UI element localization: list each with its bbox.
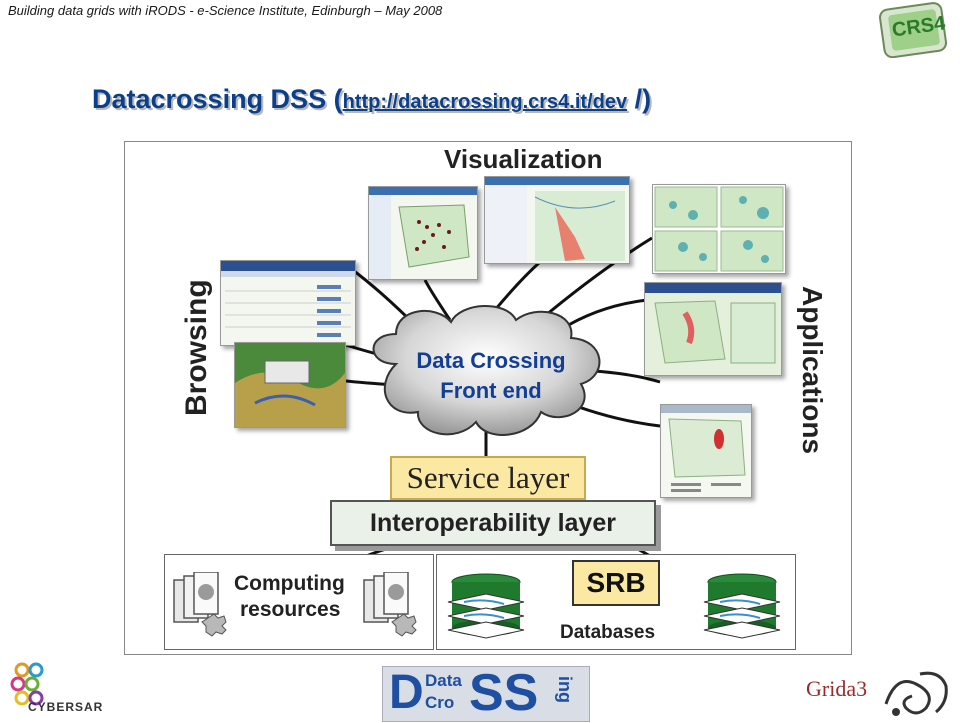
cloud-line-1: Data Crossing (416, 348, 566, 373)
cybersar-logo-text: CYBERSAR (28, 700, 104, 714)
server-icon-left (173, 572, 227, 637)
grida3-seal-icon (884, 671, 948, 716)
service-layer-box: Service layer (390, 456, 586, 500)
screenshot-browse-terrain (234, 342, 346, 428)
screenshot-map-region (484, 176, 630, 264)
screenshot-app-grid (652, 184, 786, 274)
datacrossing-logo-d: D (389, 666, 424, 719)
datacrossing-logo: D Data Cro SS ing (382, 664, 590, 722)
server-icon-right (363, 572, 417, 637)
screenshot-map-points (368, 186, 478, 280)
grida3-logo-text: Grida3 (806, 676, 868, 701)
front-end-cloud (372, 305, 601, 436)
title-link[interactable]: http://datacrossing.crs4.it/dev (342, 91, 628, 113)
datacrossing-logo-d2: ing (555, 676, 575, 703)
database-icon-right (703, 573, 781, 639)
screenshot-app-detail (660, 404, 752, 498)
title-suffix: /) (627, 84, 652, 114)
cloud-line-2: Front end (440, 378, 542, 403)
databases-label: Databases (560, 622, 656, 643)
page-title: Datacrossing DSS (http://datacrossing.cr… (92, 84, 651, 115)
computing-label-2: resources (240, 598, 341, 621)
datacrossing-logo-b: Cro (425, 693, 455, 712)
computing-label-1: Computing (234, 572, 345, 595)
screenshot-browse-table (220, 260, 356, 346)
datacrossing-logo-c: SS (469, 664, 539, 722)
interoperability-layer-box: Interoperability layer (330, 500, 656, 546)
cybersar-logo: CYBERSAR (10, 660, 120, 716)
browsing-label: Browsing (180, 279, 213, 416)
applications-label: Applications (797, 286, 828, 455)
screenshot-app-map (644, 282, 782, 376)
database-icon-left (447, 573, 525, 639)
srb-box: SRB (572, 560, 660, 606)
title-prefix: Datacrossing DSS ( (92, 84, 343, 114)
crs4-logo: CRS4 (878, 2, 950, 59)
presentation-header: Building data grids with iRODS - e-Scien… (8, 3, 443, 18)
visualization-label: Visualization (444, 144, 603, 174)
datacrossing-logo-a: Data (425, 671, 462, 690)
grida3-logo: Grida3 (806, 664, 954, 720)
